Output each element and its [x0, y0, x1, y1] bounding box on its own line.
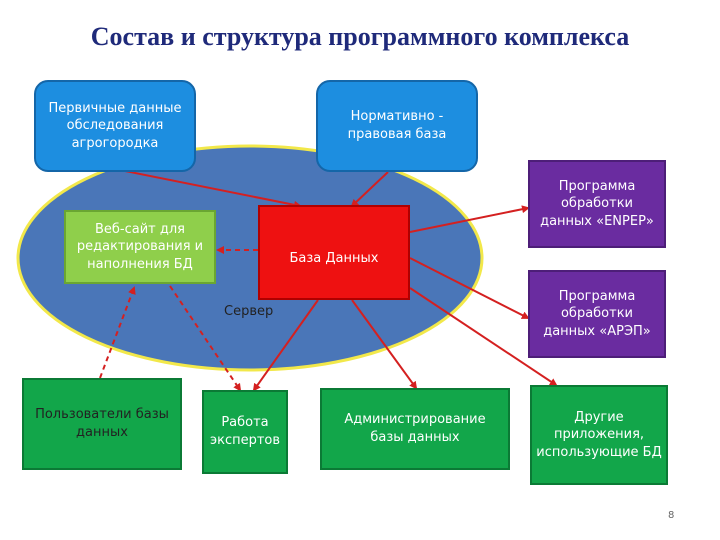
arrow-db-to-experts: [252, 299, 319, 392]
node-experts: Работа экспертов: [202, 390, 288, 474]
server-label: Сервер: [224, 304, 274, 319]
node-other-apps: Другие приложения, использующие БД: [530, 385, 668, 485]
node-legal-base: Нормативно - правовая база: [316, 80, 478, 172]
node-arep: Программа обработки данных «АРЭП»: [528, 270, 666, 358]
node-db-users: Пользователи базы данных: [22, 378, 182, 470]
arrow-db-to-arep: [409, 257, 530, 319]
arrow-db-to-other: [409, 287, 558, 387]
node-admin: Администрирование базы данных: [320, 388, 510, 470]
node-enpep-label: Программа обработки данных «ENPEP»: [540, 178, 654, 229]
node-other-apps-label: Другие приложения, использующие БД: [536, 409, 662, 460]
page-number: 8: [668, 510, 675, 521]
node-db-users-label: Пользователи базы данных: [35, 407, 169, 440]
node-enpep: Программа обработки данных «ENPEP»: [528, 160, 666, 248]
arrow-db-to-enpep: [409, 205, 530, 233]
node-admin-label: Администрирование базы данных: [344, 412, 486, 445]
arrow-db-to-admin: [351, 299, 418, 390]
node-database-label: База Данных: [289, 251, 379, 267]
server-ellipse: [16, 144, 484, 372]
node-experts-label: Работа экспертов: [209, 415, 281, 448]
node-website: Веб-сайт для редактирования и наполнения…: [64, 210, 216, 284]
arrow-primary-to-db: [119, 169, 302, 209]
node-primary-data: Первичные данные обследования агрогородк…: [34, 80, 196, 172]
node-website-label: Веб-сайт для редактирования и наполнения…: [76, 221, 204, 272]
node-primary-data-label: Первичные данные обследования агрогородк…: [48, 100, 182, 151]
dashed-arrow-users-to-website: [99, 286, 136, 379]
page-title: Состав и структура программного комплекс…: [90, 22, 630, 51]
node-arep-label: Программа обработки данных «АРЭП»: [543, 288, 651, 339]
node-database: База Данных: [258, 205, 410, 300]
dashed-arrow-website-to-experts: [169, 285, 242, 392]
node-legal-base-label: Нормативно - правовая база: [347, 109, 447, 142]
arrow-legal-to-db: [350, 171, 389, 208]
